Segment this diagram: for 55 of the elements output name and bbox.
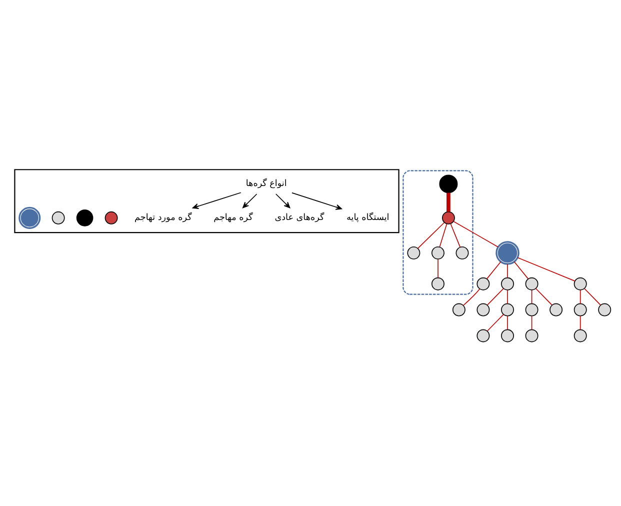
node-circle [431, 276, 444, 290]
arrow [192, 192, 242, 209]
node-circle [456, 246, 469, 259]
connector [462, 288, 480, 306]
node-circle [407, 246, 420, 259]
connector [517, 256, 576, 281]
node-circle [525, 302, 538, 316]
cluster [402, 170, 474, 294]
node-circle [574, 276, 587, 290]
connector [439, 222, 448, 247]
connector [486, 288, 504, 305]
connector [507, 263, 508, 278]
arrow [242, 193, 258, 208]
node-circle [439, 174, 458, 193]
node-circle [476, 328, 490, 342]
node-text: گره مهاجم [214, 212, 253, 223]
node-circle [76, 209, 94, 226]
node-circle [452, 302, 466, 316]
node-circle [442, 210, 455, 224]
node-text: گره‌های عادی [274, 212, 324, 223]
node-circle [501, 302, 514, 316]
node-circle [550, 302, 563, 316]
connector [450, 222, 461, 248]
node-text: ایستگاه پایه [346, 212, 390, 223]
node-circle [525, 328, 538, 342]
node-circle [52, 210, 65, 224]
connector [584, 288, 601, 305]
connector [514, 260, 529, 279]
node-circle [501, 328, 514, 342]
node-circle [431, 246, 444, 259]
node-circle [574, 328, 587, 342]
connector [507, 289, 508, 304]
connector [531, 315, 532, 330]
connector [453, 220, 498, 247]
connector [486, 260, 502, 279]
node-circle [476, 302, 490, 316]
connector [446, 192, 450, 212]
node-text: انواع گره‌ها [246, 178, 287, 189]
node-circle [501, 276, 514, 290]
connector [486, 314, 504, 331]
connector [507, 315, 508, 330]
node-circle [476, 276, 490, 290]
arrow [276, 193, 290, 208]
connector [580, 289, 581, 304]
node-circle [525, 276, 538, 290]
connector [535, 288, 552, 305]
cluster [14, 168, 400, 233]
node-circle [574, 302, 587, 316]
connector [531, 289, 532, 304]
node-text: گره مورد تهاجم [134, 212, 192, 223]
node-circle [598, 302, 612, 316]
connector [580, 315, 581, 330]
connector [417, 222, 445, 248]
node-circle [104, 210, 118, 224]
arrow [292, 192, 342, 210]
